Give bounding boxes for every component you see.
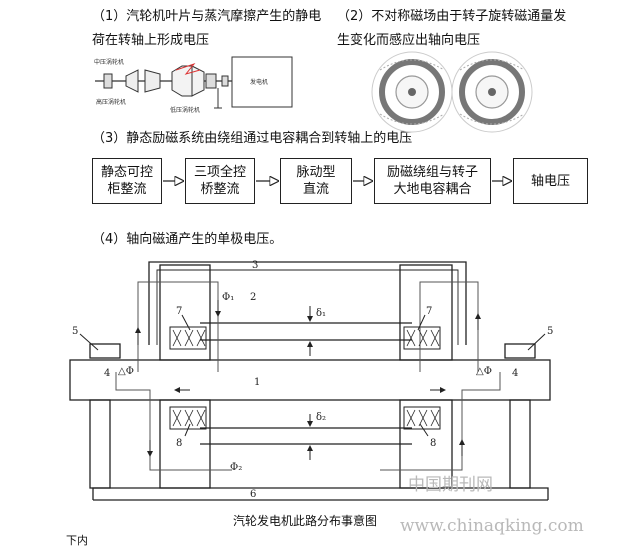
- lp-turbine-label: 低压涡轮机: [170, 106, 200, 114]
- flow-box-static-rectifier: 静态可控 柜整流: [92, 158, 162, 204]
- section1-line2: 荷在转轴上形成电压: [92, 33, 210, 48]
- rotor-section-left: [371, 51, 453, 133]
- label-8-right: 8: [430, 438, 436, 449]
- label-dphi-right: △Φ: [476, 366, 492, 377]
- label-delta1: δ₁: [316, 308, 326, 319]
- flow-box-label: 三项全控 桥整流: [193, 165, 246, 197]
- label-8-left: 8: [176, 438, 182, 449]
- turbine-schematic: [95, 56, 293, 109]
- label-4-right: 4: [512, 368, 518, 379]
- diagram-caption: 汽轮发电机此路分布事意图: [233, 514, 378, 528]
- flow-box-pulsating-dc: 脉动型 直流: [280, 158, 352, 204]
- flow-box-bridge-rectifier: 三项全控 桥整流: [185, 158, 255, 204]
- rotor-section-right: [451, 51, 533, 133]
- label-7-right: 7: [426, 306, 432, 317]
- generator-diagram: [69, 261, 551, 501]
- coil-cross-marks: [172, 329, 440, 427]
- section3-title: （3）静态励磁系统由绕组通过电容耦合到转轴上的电压: [92, 131, 413, 146]
- flux-arrows: [79, 300, 546, 460]
- hp2-turbine-label: 高压涡轮机: [96, 98, 126, 106]
- label-1: 1: [254, 377, 260, 388]
- flow-box-label: 励磁绕组与转子 大地电容耦合: [386, 165, 478, 197]
- flow-box-label: 静态可控 柜整流: [100, 165, 153, 197]
- flow-box-shaft-voltage: 轴电压: [513, 158, 588, 204]
- label-dphi-left: △Φ: [118, 366, 134, 377]
- label-5-left: 5: [72, 326, 78, 337]
- label-6: 6: [250, 489, 256, 500]
- section1-line1: （1）汽轮机叶片与蒸汽摩擦产生的静电: [92, 9, 322, 24]
- generator-label: 发电机: [250, 78, 268, 86]
- hp-turbine-label: 中压涡轮机: [94, 58, 124, 66]
- section2-line1: （2）不对称磁场由于转子旋转磁通量发: [337, 9, 567, 24]
- label-2: 2: [250, 292, 256, 303]
- label-5-right: 5: [547, 326, 553, 337]
- section4-title: （4）轴向磁通产生的单极电压。: [92, 232, 283, 247]
- label-delta2: δ₂: [316, 412, 326, 423]
- label-7-left: 7: [176, 306, 182, 317]
- label-3: 3: [252, 260, 258, 271]
- watermark-cn: 中国期刊网: [408, 475, 493, 495]
- flow-box-label: 脉动型 直流: [296, 165, 336, 197]
- label-4-left: 4: [104, 368, 110, 379]
- label-phi1: Φ₁: [222, 292, 234, 303]
- watermark-url: www.chinaqking.com: [400, 516, 584, 536]
- flow-box-capacitive-coupling: 励磁绕组与转子 大地电容耦合: [374, 158, 491, 204]
- flow-box-label: 轴电压: [530, 173, 570, 189]
- label-phi2: Φ₂: [230, 462, 242, 473]
- section2-line2: 生变化而感应出轴向电压: [337, 33, 481, 48]
